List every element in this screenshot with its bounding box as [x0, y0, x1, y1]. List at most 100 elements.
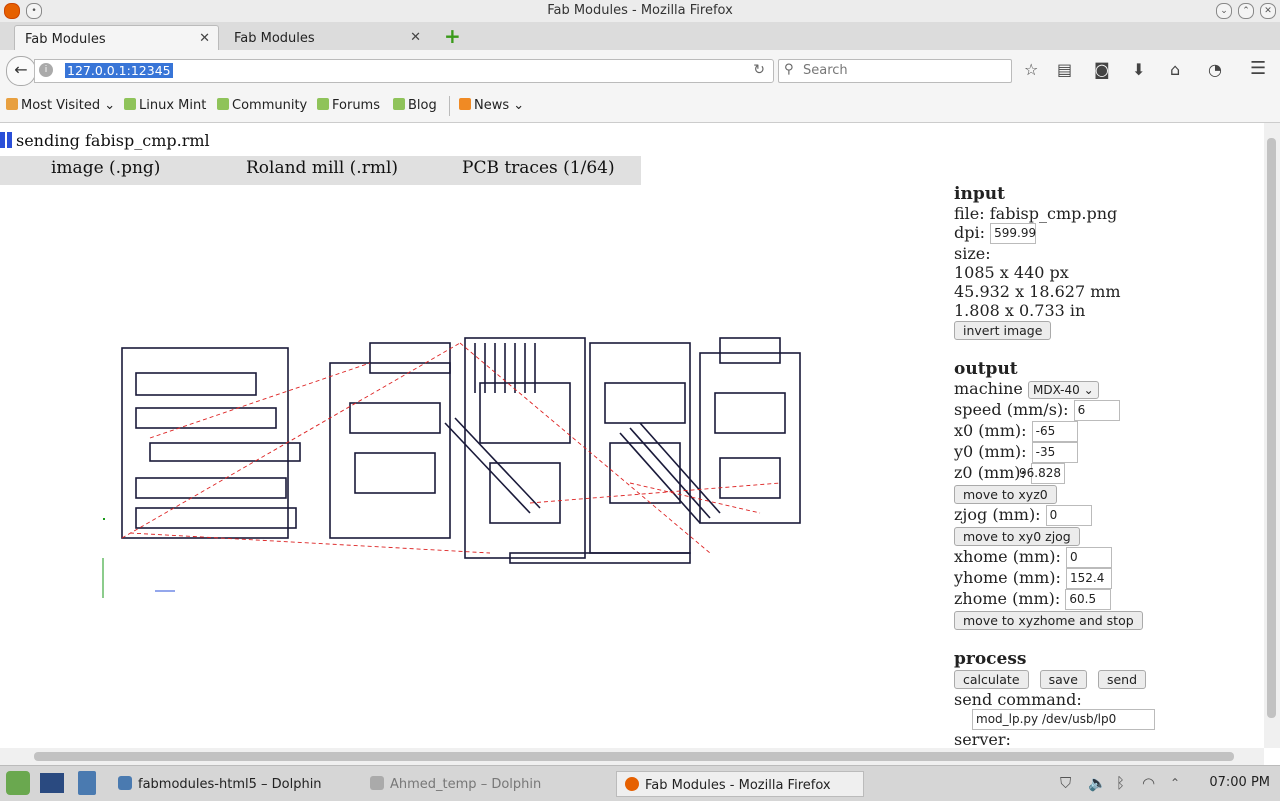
maximize-icon[interactable]: ⌃	[1238, 3, 1254, 19]
yhome-field[interactable]: 152.4	[1066, 568, 1113, 589]
home-icon[interactable]: ⌂	[1170, 60, 1181, 79]
task-firefox[interactable]: Fab Modules - Mozilla Firefox	[616, 771, 864, 797]
back-icon[interactable]: ←	[6, 56, 36, 86]
z0-field[interactable]: 96.828	[1019, 463, 1066, 484]
toolpath-outline	[135, 507, 297, 529]
download-icon[interactable]: ⬇	[1132, 60, 1146, 79]
firefox-logo-icon	[4, 3, 20, 19]
site-info-icon[interactable]: i	[39, 63, 53, 77]
move-to-xy0-zjog-button[interactable]: move to xy0 zjog	[954, 527, 1080, 546]
y0-row: y0 (mm): -35	[954, 442, 1254, 463]
file-manager-icon[interactable]	[78, 771, 96, 795]
vertical-scroll-thumb[interactable]	[1267, 138, 1276, 718]
new-tab-icon[interactable]: +	[444, 24, 461, 48]
toolpath-canvas	[102, 337, 801, 598]
task-dolphin-ahmed-temp[interactable]: Ahmed_temp – Dolphin	[362, 771, 549, 797]
machine-select[interactable]: MDX-40 ⌄	[1027, 381, 1099, 399]
x0-row: x0 (mm): -65	[954, 421, 1254, 442]
bookmark-linux-mint[interactable]: Linux Mint	[124, 98, 206, 113]
shield-icon[interactable]: ⛉	[1060, 774, 1072, 792]
mint-icon	[124, 98, 136, 110]
toolpath-line	[639, 422, 721, 514]
module-roland-mill[interactable]: Roland mill (.rml)	[246, 158, 399, 178]
x0-field[interactable]: -65	[1031, 421, 1078, 442]
window-pin-icon[interactable]: •	[26, 3, 42, 19]
toolpath-outline	[149, 442, 301, 462]
bookmarks-toolbar: Most Visited ⌄ Linux Mint Community Foru…	[0, 90, 1280, 123]
move-to-xyz0-button[interactable]: move to xyz0	[954, 485, 1057, 504]
tab-fab-modules-2[interactable]: Fab Modules ✕	[224, 25, 429, 50]
reload-icon[interactable]: ↻	[753, 62, 765, 78]
toolpath-line	[619, 432, 701, 524]
zjog-field[interactable]: 0	[1045, 505, 1092, 526]
vertical-scrollbar[interactable]	[1264, 123, 1280, 748]
invert-image-button[interactable]: invert image	[954, 321, 1052, 340]
url-bar[interactable]: i 127.0.0.1:12345 ↻	[34, 59, 774, 83]
task-dolphin-fabmodules[interactable]: fabmodules-html5 – Dolphin	[110, 771, 330, 797]
module-selector-row: image (.png) Roland mill (.rml) PCB trac…	[0, 156, 641, 185]
star-icon[interactable]: ☆	[1024, 60, 1039, 79]
rapid-move-line	[529, 482, 781, 504]
rapid-move-line	[629, 482, 761, 514]
wifi-icon[interactable]: ◠	[1142, 774, 1156, 792]
clock[interactable]: 07:00 PM	[1209, 775, 1270, 790]
chevron-up-icon[interactable]: ⌃	[1170, 776, 1181, 790]
minimize-icon[interactable]: ⌄	[1216, 3, 1232, 19]
size-in: 1.808 x 0.733 in	[954, 301, 1086, 320]
bookmark-forums[interactable]: Forums	[317, 98, 380, 113]
dpi-row: dpi: 599.99	[954, 223, 1037, 244]
rapid-move-line	[149, 362, 371, 439]
zjog-row: zjog (mm): 0	[954, 505, 1254, 526]
mint-icon	[217, 98, 229, 110]
tab-fab-modules-1[interactable]: Fab Modules ✕	[14, 25, 219, 50]
folder-icon	[6, 98, 18, 110]
move-to-xyzhome-button[interactable]: move to xyzhome and stop	[954, 611, 1143, 630]
server-label: server:	[954, 730, 1011, 749]
close-icon[interactable]: ✕	[1260, 3, 1276, 19]
volume-icon[interactable]: 🔈	[1088, 774, 1107, 792]
search-placeholder: Search	[803, 63, 848, 78]
y0-field[interactable]: -35	[1031, 442, 1078, 463]
tab-close-icon[interactable]: ✕	[199, 31, 210, 46]
tab-close-icon[interactable]: ✕	[410, 30, 421, 45]
dpi-field[interactable]: 599.99	[990, 223, 1037, 244]
chat-icon[interactable]: ◔	[1208, 60, 1222, 79]
system-taskbar: fabmodules-html5 – Dolphin Ahmed_temp – …	[0, 765, 1280, 801]
mint-menu-icon[interactable]	[6, 771, 30, 795]
output-heading: output	[954, 359, 1018, 379]
module-image-png[interactable]: image (.png)	[51, 158, 161, 178]
bookmark-most-visited[interactable]: Most Visited ⌄	[6, 98, 115, 113]
menu-icon[interactable]: ☰	[1250, 58, 1267, 79]
speed-row: speed (mm/s): 6	[954, 400, 1254, 421]
bookmark-news[interactable]: News ⌄	[459, 98, 524, 113]
save-button[interactable]: save	[1039, 670, 1087, 689]
send-button[interactable]: send	[1097, 670, 1147, 689]
toolpath-outline	[135, 372, 257, 396]
size-label: size:	[954, 244, 991, 263]
show-desktop-icon[interactable]	[40, 773, 64, 793]
bookmark-community[interactable]: Community	[217, 98, 307, 113]
toolpath-outline	[719, 457, 781, 499]
toolpath-outline	[135, 407, 277, 429]
tab-bar: Fab Modules ✕ Fab Modules ✕ +	[0, 22, 1280, 51]
horizontal-scroll-thumb[interactable]	[34, 752, 1234, 761]
search-input[interactable]: ⚲ Search	[778, 59, 1012, 83]
window-title: Fab Modules - Mozilla Firefox	[547, 3, 733, 18]
dolphin-icon	[118, 776, 132, 790]
module-pcb-traces[interactable]: PCB traces (1/64)	[462, 158, 615, 178]
bookmark-blog[interactable]: Blog	[393, 98, 437, 113]
pocket-icon[interactable]: ◙	[1094, 60, 1110, 79]
toolpath-outline	[604, 382, 686, 424]
horizontal-scrollbar[interactable]	[0, 748, 1264, 765]
speed-field[interactable]: 6	[1073, 400, 1120, 421]
url-text[interactable]: 127.0.0.1:12345	[65, 63, 173, 78]
calculate-button[interactable]: calculate	[954, 670, 1029, 689]
page-content: sending fabisp_cmp.rml image (.png) Rola…	[0, 123, 1264, 749]
zhome-field[interactable]: 60.5	[1065, 589, 1112, 610]
search-icon: ⚲	[784, 62, 794, 77]
reading-list-icon[interactable]: ▤	[1057, 60, 1073, 79]
send-command-field[interactable]: mod_lp.py /dev/usb/lp0	[972, 709, 1155, 730]
xhome-field[interactable]: 0	[1066, 547, 1112, 568]
z0-row: z0 (mm): 96.828	[954, 463, 1254, 484]
bluetooth-icon[interactable]: ᛒ	[1116, 774, 1126, 792]
